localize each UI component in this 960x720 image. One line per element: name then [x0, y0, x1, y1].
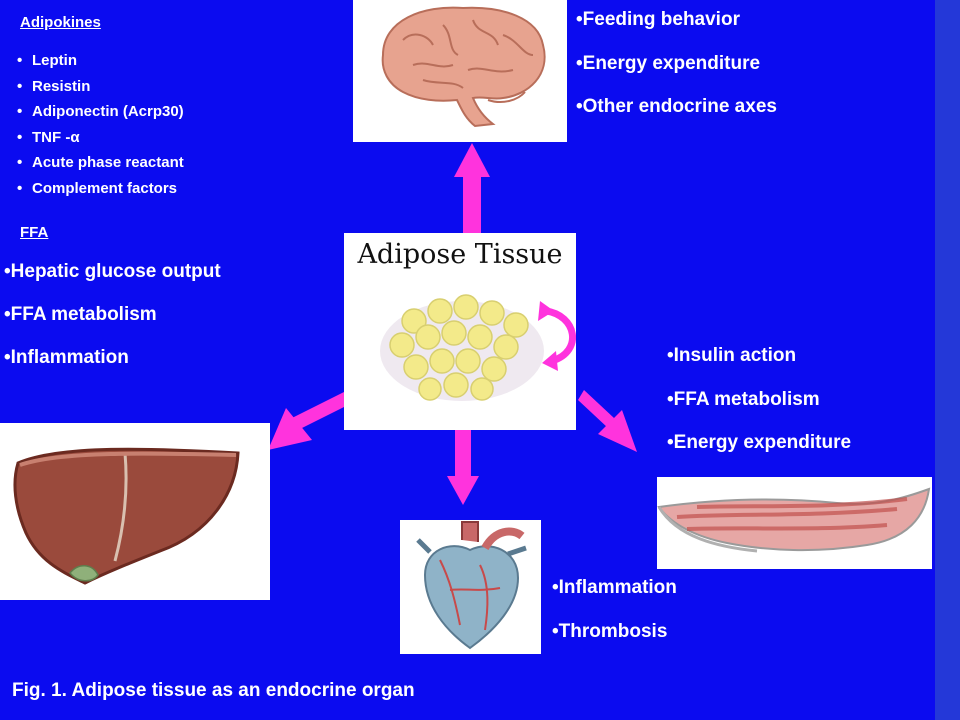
adipokine-item: Acute phase reactant — [17, 150, 184, 176]
arrow-to-heart — [447, 430, 479, 505]
muscle-panel — [657, 477, 932, 569]
adipokine-item: Adiponectin (Acrp30) — [17, 99, 184, 125]
ffa-item: •Hepatic glucose output — [4, 261, 221, 282]
brain-effect: •Other endocrine axes — [576, 96, 777, 117]
adipokine-item: Complement factors — [17, 176, 184, 202]
muscle-effect: •Energy expenditure — [667, 432, 852, 453]
liver-panel — [0, 423, 270, 600]
muscle-illustration — [657, 487, 931, 553]
adipokine-item: Resistin — [17, 74, 184, 100]
adipokines-heading: Adipokines — [20, 14, 101, 31]
ffa-item: •Inflammation — [4, 347, 129, 368]
adipokine-item: Leptin — [17, 48, 184, 74]
liver-illustration — [13, 447, 240, 585]
ffa-heading: FFA — [20, 224, 49, 241]
heart-effect: •Inflammation — [552, 577, 677, 598]
brain-panel — [353, 0, 567, 142]
arrow-to-muscle — [578, 390, 637, 452]
brain-effect: •Energy expenditure — [576, 53, 761, 74]
adipokines-list: Leptin Resistin Adiponectin (Acrp30) TNF… — [17, 48, 184, 201]
heart-panel — [400, 520, 541, 654]
right-edge-strip — [935, 0, 960, 720]
brain-illustration — [381, 6, 546, 128]
muscle-effect: •Insulin action — [667, 345, 797, 366]
brain-effect: •Feeding behavior — [576, 9, 740, 30]
figure-caption: Fig. 1. Adipose tissue as an endocrine o… — [12, 680, 415, 701]
adipose-tissue-panel: Adipose Tissue — [344, 233, 576, 430]
ffa-item: •FFA metabolism — [4, 304, 157, 325]
circular-arrow-icon — [545, 307, 576, 365]
fat-cells-illustration — [380, 294, 576, 401]
heart-illustration — [416, 521, 527, 650]
arrow-to-brain — [454, 143, 490, 235]
muscle-effect: •FFA metabolism — [667, 389, 820, 410]
adipose-tissue-title: Adipose Tissue — [357, 239, 563, 270]
adipokine-item: TNF -α — [17, 125, 184, 151]
arrow-to-liver — [268, 392, 350, 450]
heart-effect: •Thrombosis — [552, 621, 668, 642]
